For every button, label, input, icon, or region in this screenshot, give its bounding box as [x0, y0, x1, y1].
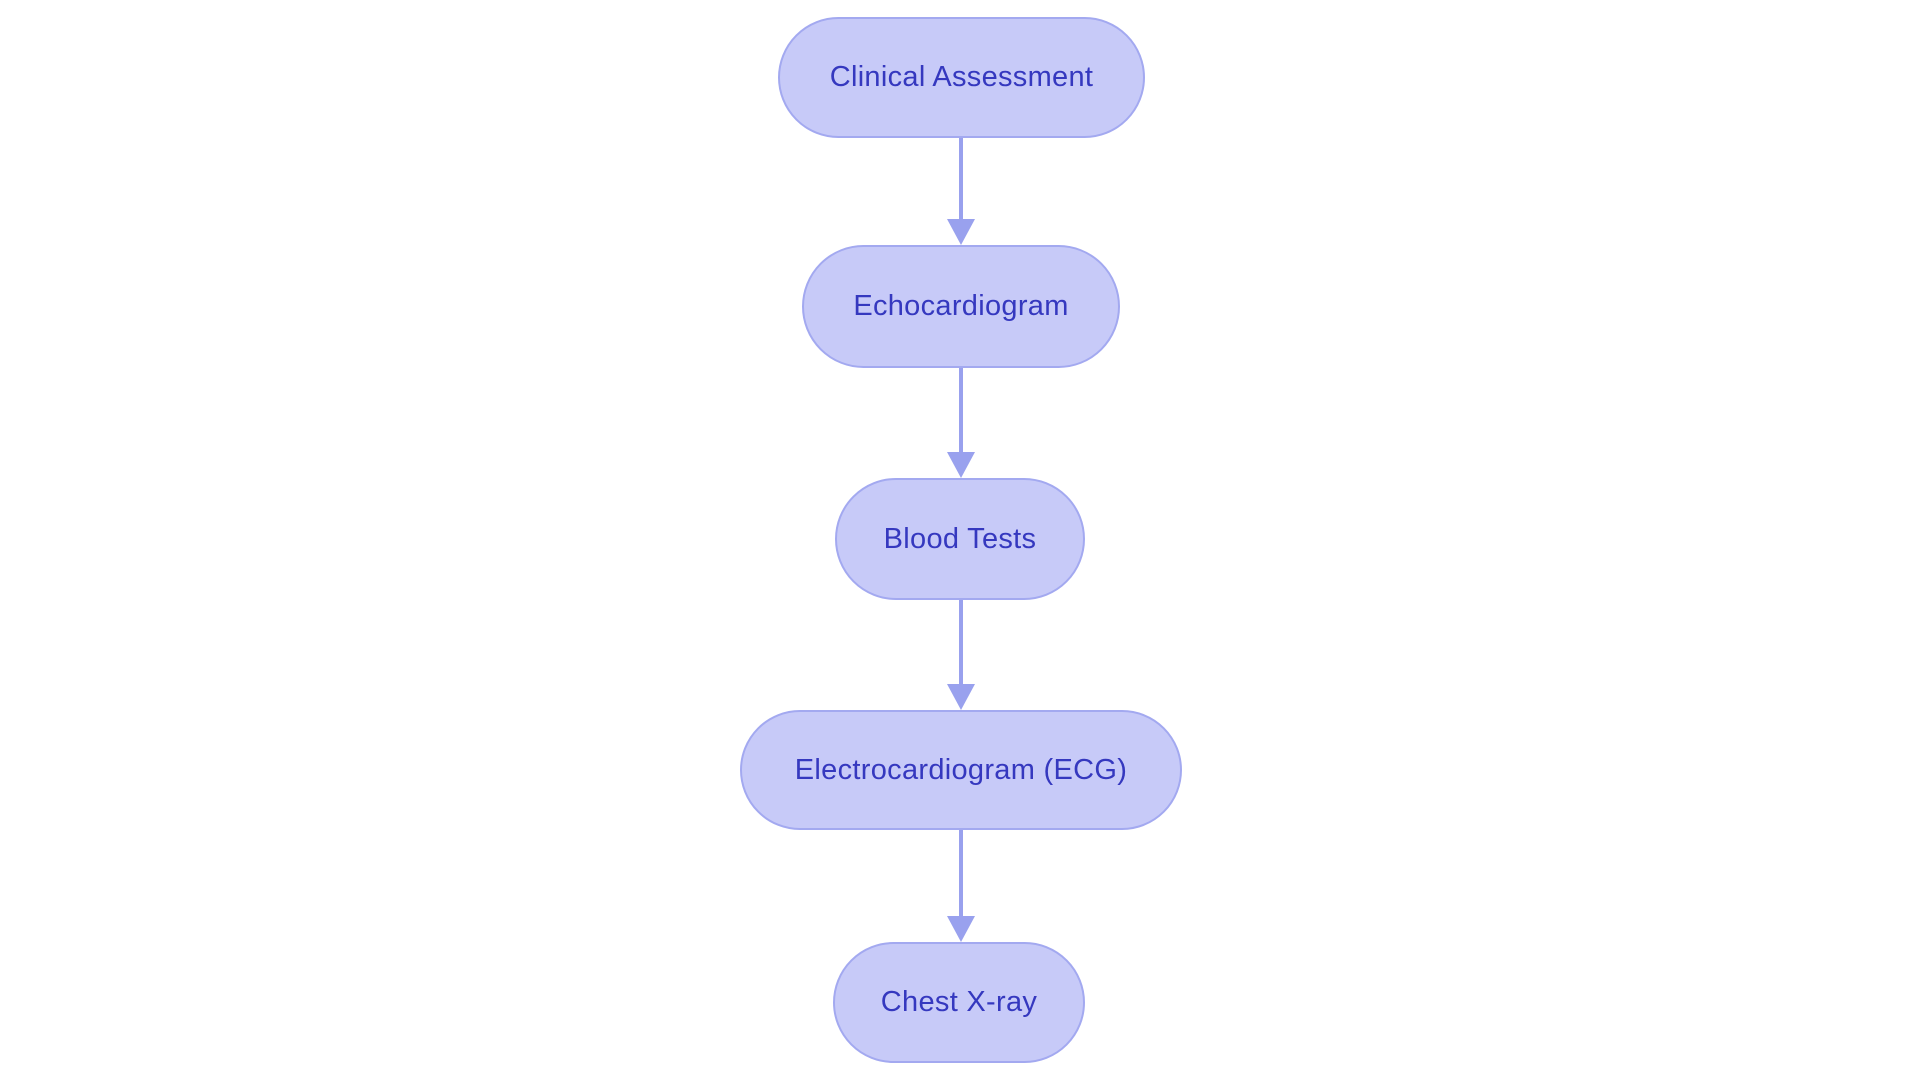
arrow-head-icon — [947, 452, 975, 478]
arrow-head-icon — [947, 916, 975, 942]
node-label: Blood Tests — [883, 522, 1037, 555]
arrow-head-icon — [947, 684, 975, 710]
arrow-connector-3 — [947, 600, 975, 710]
arrow-line — [959, 600, 963, 684]
arrow-line — [959, 830, 963, 916]
node-label: Echocardiogram — [853, 290, 1069, 322]
node-blood-tests: Blood Tests — [835, 478, 1085, 600]
arrow-connector-2 — [947, 368, 975, 478]
node-label: Chest X-ray — [880, 986, 1038, 1018]
arrow-head-icon — [947, 219, 975, 245]
arrow-line — [959, 368, 963, 452]
node-echocardiogram: Echocardiogram — [802, 245, 1120, 368]
arrow-connector-1 — [947, 138, 975, 245]
node-chest-x-ray: Chest X-ray — [833, 942, 1085, 1063]
node-label: Electrocardiogram (ECG) — [794, 753, 1128, 786]
node-clinical-assessment: Clinical Assessment — [778, 17, 1145, 138]
node-electrocardiogram-ecg: Electrocardiogram (ECG) — [740, 710, 1182, 830]
arrow-line — [959, 138, 963, 219]
arrow-connector-4 — [947, 830, 975, 942]
node-label: Clinical Assessment — [829, 61, 1094, 93]
